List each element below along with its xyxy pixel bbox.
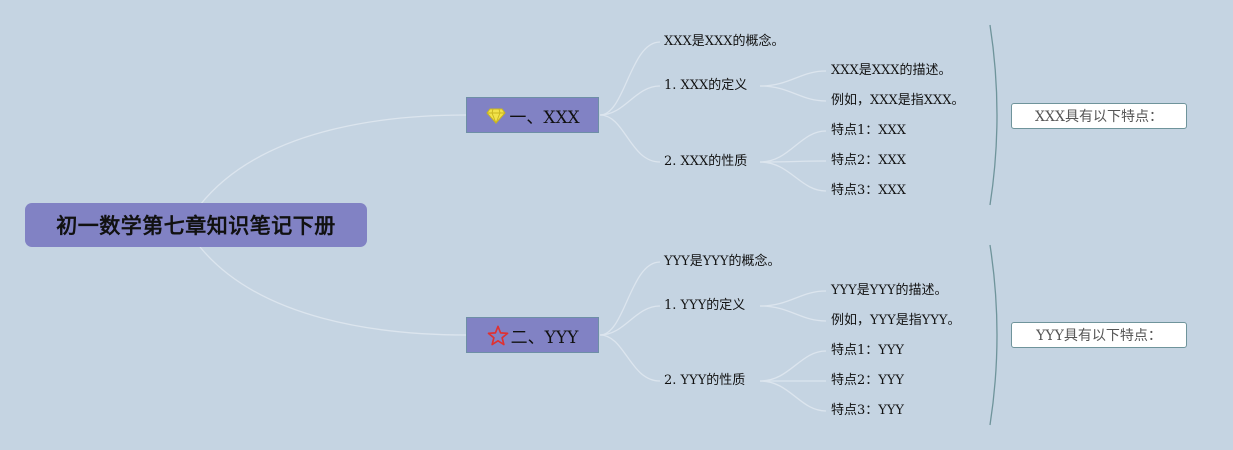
branch-2-concept[interactable]: YYY是YYY的概念。 [664, 254, 781, 269]
branch-1-concept[interactable]: XXX是XXX的概念。 [664, 34, 785, 49]
diamond-icon [485, 104, 507, 126]
branch-1-definition-item[interactable]: XXX是XXX的描述。 [831, 63, 952, 78]
root-node[interactable]: 初一数学第七章知识笔记下册 [25, 203, 367, 247]
branch-2-property-item[interactable]: 特点1：YYY [831, 343, 905, 358]
branch-2-label: 二、YYY [510, 327, 579, 348]
branch-2-definition-item[interactable]: YYY是YYY的描述。 [831, 283, 948, 298]
branch-1-label: 一、XXX [509, 107, 580, 128]
branch-2-property-item[interactable]: 特点3：YYY [831, 403, 905, 418]
branch-1-properties[interactable]: 2. XXX的性质 [664, 154, 748, 169]
branch-1-property-item[interactable]: 特点1：XXX [831, 123, 907, 138]
summary-bracket-1 [989, 24, 998, 206]
summary-bracket-2 [989, 244, 998, 426]
branch-1-property-item[interactable]: 特点3：XXX [831, 183, 907, 198]
root-label: 初一数学第七章知识笔记下册 [56, 214, 336, 238]
branch-2-summary[interactable]: YYY具有以下特点： [1011, 322, 1187, 348]
branch-2-definition[interactable]: 1. YYY的定义 [664, 298, 746, 313]
star-icon [487, 324, 509, 346]
branch-2-properties[interactable]: 2. YYY的性质 [664, 373, 746, 388]
branch-2-property-item[interactable]: 特点2：YYY [831, 373, 905, 388]
branch-1-summary[interactable]: XXX具有以下特点： [1011, 103, 1187, 129]
branch-1-property-item[interactable]: 特点2：XXX [831, 153, 907, 168]
branch-2-summary-label: YYY具有以下特点： [1036, 328, 1162, 344]
branch-2-definition-item[interactable]: 例如，YYY是指YYY。 [831, 313, 961, 328]
branch-1-definition-item[interactable]: 例如，XXX是指XXX。 [831, 93, 965, 108]
branch-node-2[interactable]: 二、YYY [466, 317, 599, 353]
branch-1-definition[interactable]: 1. XXX的定义 [664, 78, 748, 93]
branch-1-summary-label: XXX具有以下特点： [1035, 109, 1163, 125]
branch-node-1[interactable]: 一、XXX [466, 97, 599, 133]
